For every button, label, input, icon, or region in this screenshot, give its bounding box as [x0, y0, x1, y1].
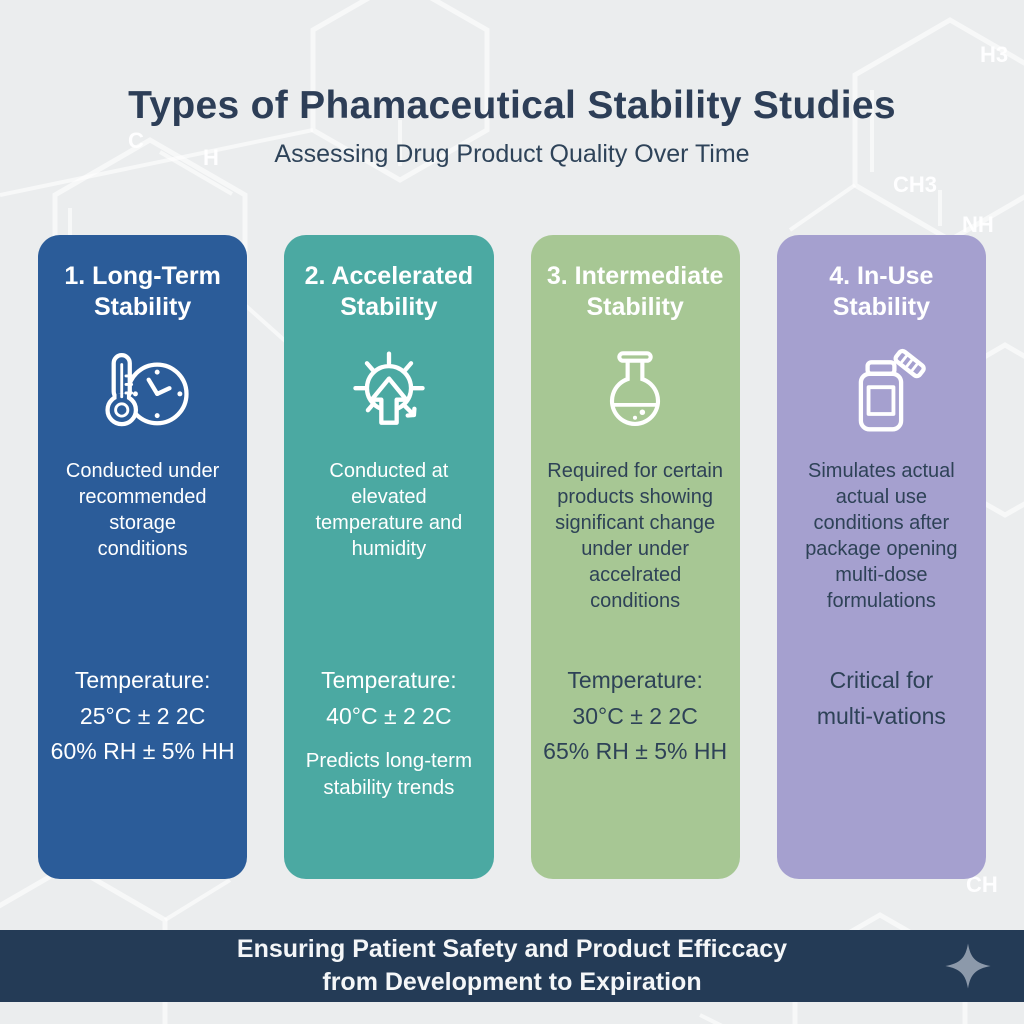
card-title: 4. In-Use Stability — [829, 262, 934, 322]
footer-line-1: Ensuring Patient Safety and Product Effi… — [236, 935, 788, 963]
card-description: Simulates actual actual use conditions a… — [805, 459, 958, 612]
footer-text: Ensuring Patient Safety and Product Effi… — [237, 933, 787, 999]
sun-arrow-icon — [284, 348, 493, 436]
card-accelerated-stability: 2. Accelerated Stability Conducted at el… — [284, 235, 494, 879]
footer-banner: Ensuring Patient Safety and Product Effi… — [0, 930, 1024, 1002]
stat-line: 30°C ± 2 2C — [572, 702, 698, 729]
stat-line: Temperature: — [74, 667, 211, 693]
card-stats: Temperature: 25°C ± 2 2C 60% RH ± 5% HH — [38, 663, 247, 770]
stat-line: 65% RH ± 5% HH — [543, 738, 728, 765]
card-title: 1. Long-Term Stability — [64, 262, 221, 322]
stat-line: Temperature: — [321, 667, 457, 693]
card-title: 3. Intermediate Stability — [546, 262, 724, 322]
card-stats: Temperature: 40°C ± 2 2C Predicts long-t… — [284, 663, 493, 802]
watermark-label: H3 — [980, 42, 1009, 67]
watermark-label: CH3 — [893, 172, 938, 197]
thermometer-clock-icon — [38, 348, 247, 436]
card-intermediate-stability: 3. Intermediate Stability Required for c… — [530, 235, 740, 879]
card-description: Conducted under recommended storage cond… — [65, 459, 220, 560]
card-description: Conducted at elevated temperature and hu… — [315, 459, 463, 560]
card-stats: Temperature: 30°C ± 2 2C 65% RH ± 5% HH — [531, 663, 740, 770]
card-title: 2. Accelerated Stability — [304, 262, 474, 322]
flask-icon — [531, 348, 740, 436]
pill-bottle-icon — [777, 348, 986, 436]
card-long-term-stability: 1. Long-Term Stability — [38, 235, 248, 879]
card-description: Required for certain products showing si… — [547, 459, 723, 612]
page-title: Types of Phamaceutical Stability Studies — [128, 84, 896, 127]
stat-line: 25°C ± 2 2C — [79, 702, 206, 729]
page-subtitle: Assessing Drug Product Quality Over Time — [274, 140, 750, 168]
stat-line: Critical for — [829, 667, 934, 693]
sparkle-diamond-icon — [945, 943, 991, 989]
stat-line: Temperature: — [567, 667, 703, 693]
card-note: Predicts long-term stability trends — [305, 749, 473, 799]
stat-line: multi-vations — [816, 702, 946, 729]
card-stats: Critical for multi-vations — [777, 663, 986, 734]
stat-line: 60% RH ± 5% HH — [50, 738, 235, 765]
stat-line: 40°C ± 2 2C — [326, 702, 452, 729]
stability-cards: 1. Long-Term Stability — [38, 235, 986, 879]
footer-line-2: from Development to Expiration — [322, 968, 702, 996]
card-in-use-stability: 4. In-Use Stability Simulates actual act… — [776, 235, 986, 879]
